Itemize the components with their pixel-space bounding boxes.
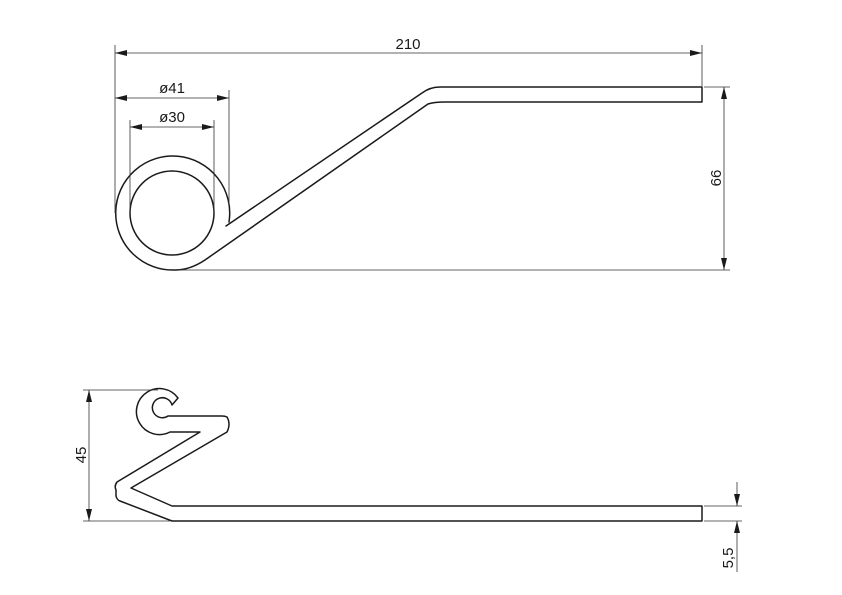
dim-label-d41: ø41 bbox=[159, 80, 185, 97]
tine-side-outline bbox=[114, 387, 703, 522]
dim-label-5-5: 5,5 bbox=[720, 548, 737, 569]
dim-label-66: 66 bbox=[708, 170, 725, 187]
dimension-thickness-5-5: 5,5 bbox=[704, 482, 742, 572]
dim-label-d30: ø30 bbox=[159, 109, 185, 126]
tine-outline bbox=[114, 86, 703, 271]
dimension-height-45: 45 bbox=[73, 389, 170, 522]
dimension-inner-diameter: ø30 bbox=[129, 109, 215, 213]
dim-label-210: 210 bbox=[395, 36, 420, 53]
dimension-outer-diameter: ø41 bbox=[115, 80, 230, 205]
spring-tine-side-view bbox=[114, 387, 703, 522]
spring-tine-top-view bbox=[114, 86, 703, 271]
dimension-overall-length: 210 bbox=[114, 36, 703, 213]
dimension-height-66: 66 bbox=[178, 86, 730, 271]
coil-inner-circle bbox=[129, 170, 215, 256]
dim-label-45: 45 bbox=[73, 447, 90, 464]
